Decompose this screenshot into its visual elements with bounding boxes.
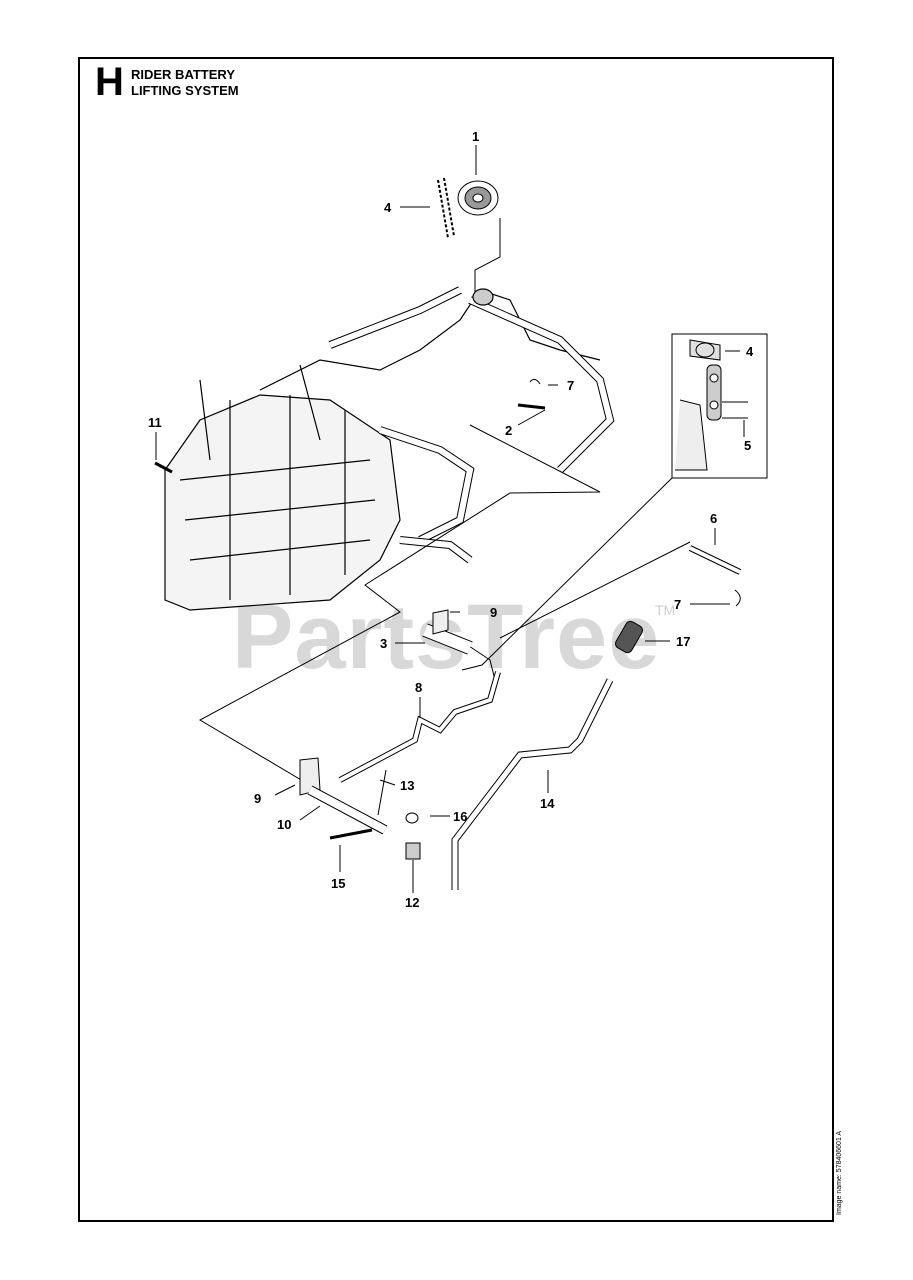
rod-6-part[interactable] bbox=[688, 545, 742, 575]
callout-9a: 9 bbox=[490, 605, 497, 620]
callout-5: 5 bbox=[744, 438, 751, 453]
knob-17-part[interactable] bbox=[614, 620, 645, 655]
page-title-line1: RIDER BATTERY bbox=[131, 67, 235, 82]
section-letter: H bbox=[95, 60, 124, 104]
callout-2: 2 bbox=[505, 423, 512, 438]
callout-16: 16 bbox=[453, 809, 467, 824]
callout-labels: 1 4 7 2 11 4 5 6 7 9 3 17 8 13 9 10 16 1… bbox=[148, 129, 754, 910]
page-title-line2: LIFTING SYSTEM bbox=[131, 83, 239, 98]
callout-14: 14 bbox=[540, 796, 555, 811]
callout-4b: 4 bbox=[746, 344, 754, 359]
lever-10-part[interactable] bbox=[299, 757, 388, 835]
callout-12: 12 bbox=[405, 895, 419, 910]
callout-7b: 7 bbox=[674, 597, 681, 612]
drawing-frame bbox=[78, 57, 834, 1222]
callout-13: 13 bbox=[400, 778, 414, 793]
rod-8-part[interactable] bbox=[338, 671, 501, 783]
handle-lever-14-part[interactable] bbox=[451, 678, 614, 890]
watermark-tm: TM bbox=[655, 602, 676, 618]
chain-part[interactable] bbox=[437, 177, 455, 239]
callout-9b: 9 bbox=[254, 791, 261, 806]
callout-3: 3 bbox=[380, 636, 387, 651]
callout-7a: 7 bbox=[567, 378, 574, 393]
callout-6: 6 bbox=[710, 511, 717, 526]
bracket-3-part[interactable] bbox=[422, 609, 473, 655]
callout-11: 11 bbox=[148, 415, 162, 430]
callout-17: 17 bbox=[676, 634, 690, 649]
callout-8: 8 bbox=[415, 680, 422, 695]
sprocket-part[interactable] bbox=[457, 180, 499, 216]
callout-1: 1 bbox=[472, 129, 479, 144]
image-name-label: Image name: 578406601 A bbox=[836, 1130, 843, 1215]
detail-inset bbox=[671, 333, 768, 479]
frame-assembly[interactable] bbox=[164, 286, 615, 611]
callout-10: 10 bbox=[277, 817, 291, 832]
callout-4a: 4 bbox=[384, 200, 392, 215]
callout-15: 15 bbox=[331, 876, 345, 891]
